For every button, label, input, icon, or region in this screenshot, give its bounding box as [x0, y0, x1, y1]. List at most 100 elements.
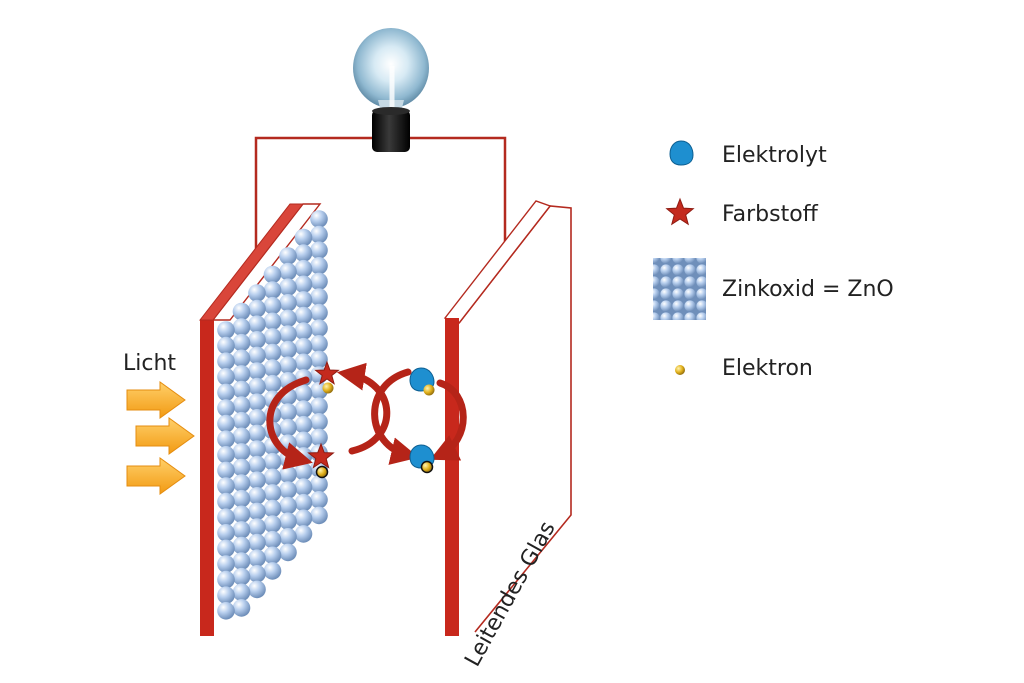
dye-molecule-top [314, 360, 340, 394]
zno-sphere [294, 493, 313, 512]
zno-sphere [294, 509, 313, 528]
zno-sphere [248, 565, 266, 583]
zno-sphere [294, 322, 313, 340]
zno-sphere [232, 583, 251, 602]
zno-sphere [310, 225, 328, 244]
legend: Elektrolyt Farbstoff Zinkoxid = ZnO Elek… [653, 140, 894, 381]
zno-sphere [294, 337, 313, 356]
zno-sphere [217, 383, 235, 402]
electron-dot-icon [423, 384, 435, 396]
zno-sphere [294, 353, 313, 372]
zno-sphere [232, 443, 251, 461]
zno-sphere [310, 319, 328, 338]
zno-sphere [248, 284, 266, 302]
zinc-oxide-lattice-icon [653, 258, 706, 320]
zno-sphere [310, 413, 328, 431]
zno-sphere [279, 325, 297, 343]
zno-sphere [248, 299, 266, 318]
zno-sphere [279, 278, 297, 297]
zno-sphere [232, 474, 251, 492]
zno-sphere [248, 377, 266, 396]
zno-sphere [217, 492, 235, 511]
counter-electrode-edge [445, 318, 459, 636]
light-bulb-icon [353, 28, 429, 152]
redox-cycle [266, 362, 467, 470]
zno-sphere [263, 328, 282, 346]
electron-dot-icon [675, 365, 685, 375]
zno-sphere [294, 478, 313, 496]
dye-molecule-bottom [307, 442, 335, 479]
zno-sphere [232, 427, 251, 446]
zno-sphere [279, 481, 297, 499]
zno-sphere [263, 281, 282, 299]
zno-sphere [263, 452, 282, 471]
zno-sphere [294, 291, 313, 309]
electron-dot-icon [420, 460, 434, 474]
electrolyte-top [409, 367, 435, 396]
zno-sphere [248, 393, 266, 412]
legend-label-dye: Farbstoff [722, 202, 819, 227]
zno-sphere [279, 294, 297, 312]
zno-sphere [294, 415, 313, 434]
zno-sphere [217, 368, 235, 386]
zno-sphere [279, 418, 297, 437]
zno-sphere [232, 552, 251, 570]
zno-sphere [248, 487, 266, 505]
zno-sphere [248, 580, 266, 599]
zno-sphere [294, 306, 313, 325]
arrow-right-icon [126, 381, 186, 419]
legend-item-dye: Farbstoff [665, 197, 819, 227]
zno-sphere [248, 502, 266, 521]
zno-sphere [217, 539, 235, 558]
electron-dot-icon [315, 465, 329, 479]
zno-sphere [232, 567, 251, 586]
light-arrows [126, 381, 195, 495]
zno-sphere [279, 247, 297, 265]
zno-sphere [232, 536, 251, 555]
zno-sphere [294, 431, 313, 450]
zno-sphere [263, 312, 282, 331]
zno-sphere [248, 346, 266, 365]
zno-sphere [248, 409, 266, 427]
zno-sphere [279, 309, 297, 328]
zno-sphere [263, 530, 282, 549]
zno-sphere [217, 461, 235, 480]
zno-sphere [310, 303, 328, 322]
zno-sphere [279, 512, 297, 530]
zno-sphere [232, 411, 251, 430]
electrolyte-drop-icon [669, 140, 694, 166]
zno-sphere [248, 518, 266, 536]
zno-sphere [263, 484, 282, 502]
zno-sphere [232, 349, 251, 368]
zno-sphere [217, 352, 235, 371]
zno-sphere [263, 359, 282, 377]
zno-sphere [217, 508, 235, 526]
zno-sphere [294, 525, 313, 543]
photoanode-edge [200, 320, 214, 636]
zno-sphere [310, 257, 328, 275]
zno-sphere [263, 468, 282, 487]
zno-sphere [217, 570, 235, 589]
zno-sphere [232, 333, 251, 352]
zno-sphere [248, 424, 266, 443]
zno-sphere [279, 465, 297, 484]
zno-sphere [310, 272, 328, 291]
zno-sphere [279, 496, 297, 515]
circuit-wire [254, 136, 507, 258]
zno-sphere [232, 458, 251, 477]
zno-sphere [217, 336, 235, 355]
cycle-arrow-right [429, 379, 467, 461]
arrow-right-icon [126, 457, 186, 495]
zno-sphere [217, 586, 235, 604]
zno-sphere [248, 315, 266, 334]
zno-sphere [217, 477, 235, 495]
legend-label-electron: Elektron [722, 356, 813, 381]
zno-sphere [279, 262, 297, 281]
zno-sphere [294, 384, 313, 403]
zno-sphere [263, 374, 282, 393]
zno-sphere [294, 259, 313, 278]
zno-sphere [248, 471, 266, 490]
zno-sphere [248, 549, 266, 567]
zno-sphere [294, 400, 313, 418]
